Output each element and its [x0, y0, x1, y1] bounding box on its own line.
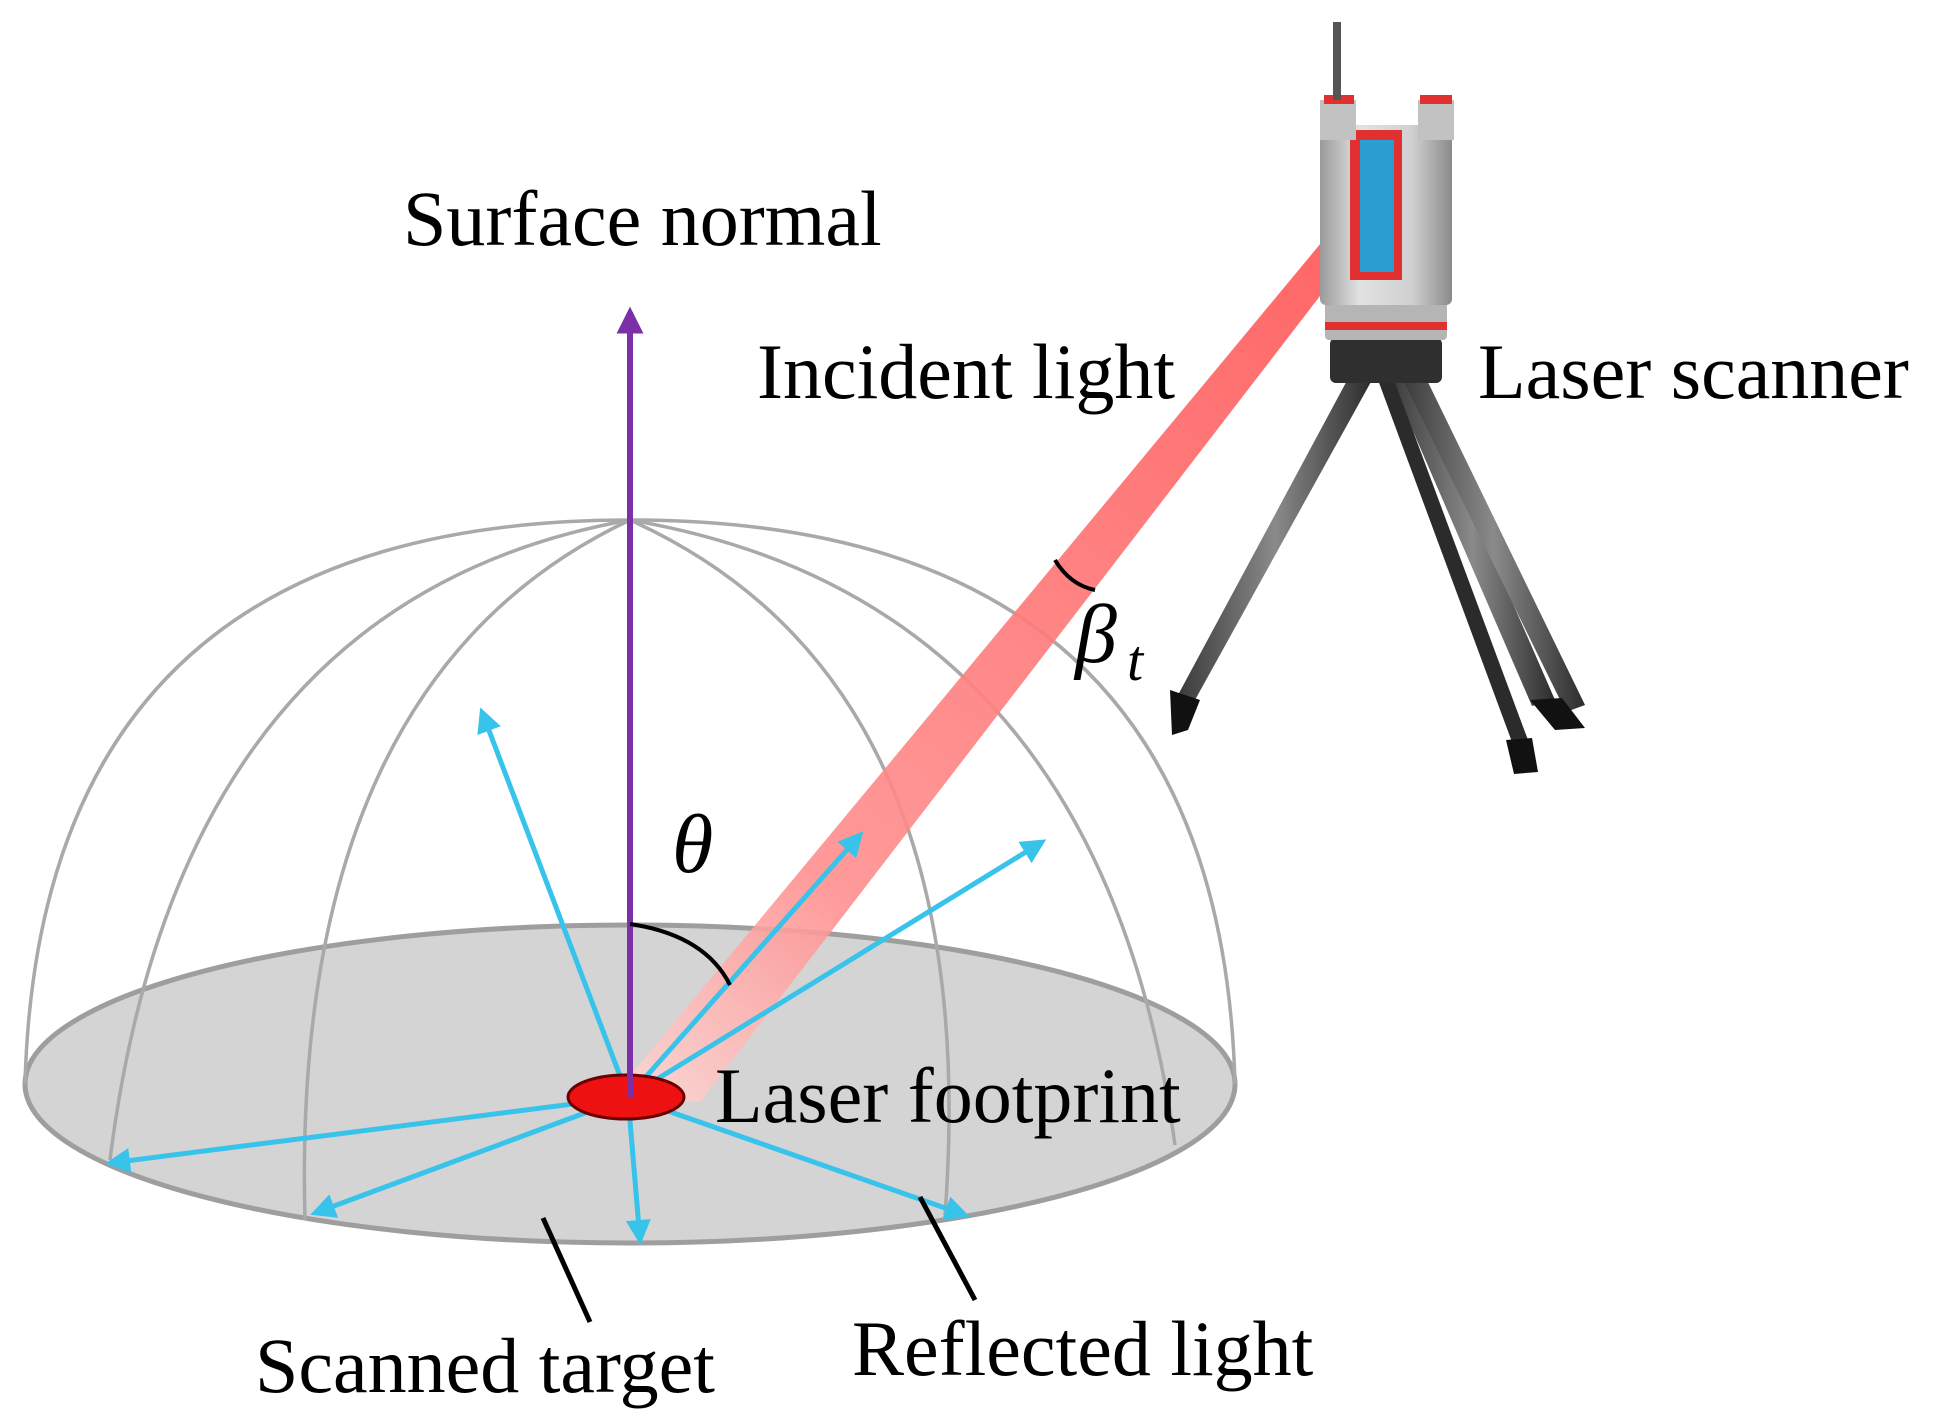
theta-arc [629, 922, 732, 986]
label-beta-subscript: t [1127, 628, 1145, 693]
label-reflected-light: Reflected light [852, 1305, 1314, 1392]
tripod-foot-left [1170, 690, 1200, 735]
reflected-arrow-down-right [627, 1094, 970, 1221]
reflected-light-arrows [105, 707, 1047, 1245]
tripod-leg-right [1390, 372, 1555, 706]
scanner-antenna [1333, 22, 1341, 100]
incident-light-beam [610, 196, 1380, 1102]
scanner-pillar-right [1418, 100, 1454, 140]
scanner-cap-right [1420, 95, 1452, 104]
laser-scanner-icon [1170, 22, 1585, 774]
scanner-window [1360, 140, 1394, 272]
label-incident-light: Incident light [757, 328, 1175, 415]
label-laser-footprint: Laser footprint [715, 1052, 1181, 1139]
tripod-foot-back [1506, 738, 1538, 774]
scanned-target-leader [540, 1216, 593, 1324]
meridian-2 [302, 518, 631, 1221]
meridian-3 [629, 518, 1177, 1146]
tripod-leg-left [1178, 375, 1372, 700]
laser-footprint [566, 1073, 686, 1121]
scanner-base-ring [1325, 322, 1447, 330]
label-scanned-target: Scanned target [255, 1322, 715, 1409]
reflected-arrow-down-left [310, 1094, 629, 1218]
label-surface-normal: Surface normal [403, 175, 882, 262]
reflected-arrow-right [626, 839, 1047, 1100]
beta-arc [1053, 558, 1096, 592]
reflected-arrow-up-left [477, 707, 631, 1098]
tripod-leg-back [1378, 380, 1528, 742]
reflected-light-leader [917, 1195, 978, 1302]
tripod-leg-right-2 [1402, 374, 1585, 712]
label-laser-scanner: Laser scanner [1478, 328, 1909, 415]
reflected-arrow-left [105, 1094, 629, 1173]
reflected-arrow-up-right [626, 831, 864, 1099]
tripod-foot-right [1530, 698, 1585, 730]
meridian-1 [108, 518, 631, 1161]
label-beta: β [1073, 588, 1117, 681]
scanner-base [1325, 300, 1447, 340]
scanner-pillar-left [1320, 100, 1356, 140]
label-theta: θ [672, 798, 713, 891]
reflected-arrow-down [625, 1096, 651, 1245]
tripod-head [1330, 338, 1442, 383]
